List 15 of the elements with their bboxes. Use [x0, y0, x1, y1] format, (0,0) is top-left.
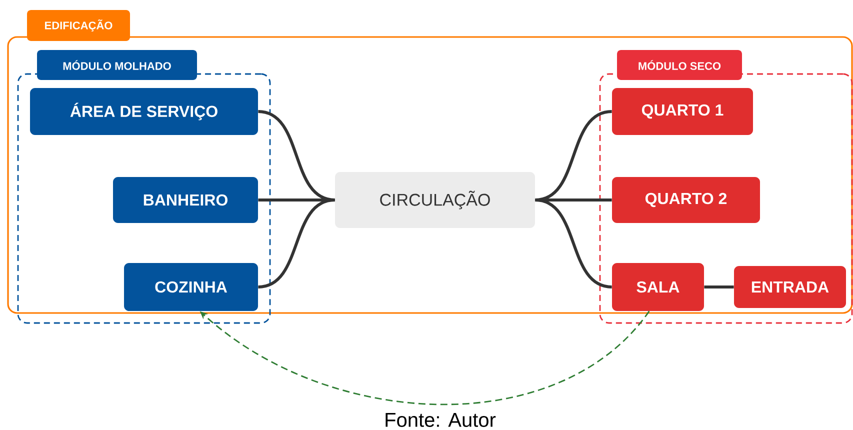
connector-line — [258, 198, 336, 288]
room-box: ÁREA DE SERVIÇO — [30, 88, 258, 135]
room-box: BANHEIRO — [113, 177, 258, 223]
caption: Fonte: Autor — [386, 413, 496, 427]
room-box: QUARTO 2 — [612, 177, 760, 223]
hub-box: CIRCULAÇÃO — [335, 172, 535, 228]
group-tab: MÓDULO MOLHADO — [37, 50, 197, 80]
room-box: SALA — [612, 263, 704, 311]
room-box: COZINHA — [124, 263, 258, 311]
group-tab: MÓDULO SECO — [617, 50, 742, 80]
connector-line — [704, 286, 734, 288]
group-tab: EDIFICAÇÃO — [27, 10, 130, 41]
room-box: QUARTO 1 — [612, 88, 753, 135]
room-box: ENTRADA — [734, 266, 846, 308]
connector-line — [534, 198, 612, 288]
